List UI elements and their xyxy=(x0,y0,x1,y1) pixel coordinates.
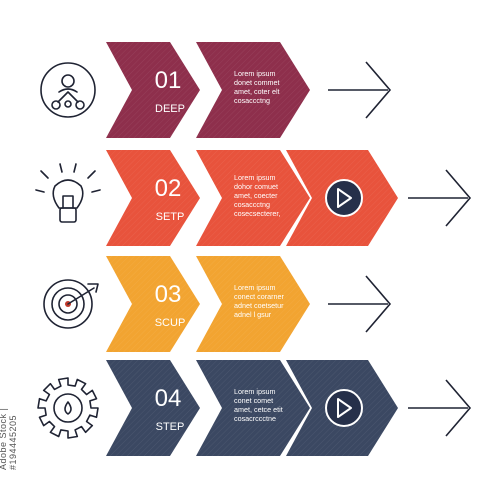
chevron-texture xyxy=(106,256,200,352)
gear-icon xyxy=(37,377,99,439)
step-description-line: adnel l gsur xyxy=(234,310,272,319)
chevron-texture xyxy=(196,360,310,456)
step-description-line: cosaccctng xyxy=(234,200,270,209)
step-label: STEP xyxy=(156,421,185,433)
step-description-line: adnet coetsetur xyxy=(234,301,284,310)
chevron-texture xyxy=(196,42,310,138)
next-arrow-icon xyxy=(328,275,392,333)
stock-caption: Adobe Stock | #194445205 xyxy=(0,408,18,470)
step-description-line: conet comet xyxy=(234,396,273,405)
step-description-line: amet, cetce etit xyxy=(234,405,283,414)
step-description-line: Lorem ipsum xyxy=(234,387,276,396)
next-arrow-icon xyxy=(408,379,472,437)
step-label: SCUP xyxy=(155,317,186,329)
step-description-line: Lorem ipsum xyxy=(234,283,276,292)
step-description-line: amet, coecter xyxy=(234,191,278,200)
chevron-texture xyxy=(106,360,200,456)
step-description-line: amet, coter elt xyxy=(234,87,280,96)
step-number: 02 xyxy=(155,175,182,202)
step-description-line: conect corarner xyxy=(234,292,285,301)
target-icon xyxy=(43,279,99,329)
step-description-line: Lorem ipsum xyxy=(234,173,276,182)
play-icon xyxy=(337,188,352,208)
step-description-line: cosecsecterer, xyxy=(234,209,280,218)
user-network-icon xyxy=(40,62,96,118)
chevron-texture xyxy=(196,256,310,352)
side-strip xyxy=(0,0,14,500)
chevron-texture xyxy=(106,150,200,246)
step-label: SETP xyxy=(156,211,185,223)
chevron-texture xyxy=(196,150,310,246)
step-label: DEEP xyxy=(155,103,185,115)
lightbulb-icon xyxy=(35,163,101,223)
chevron-texture xyxy=(106,42,200,138)
next-arrow-icon xyxy=(328,61,392,119)
step-description-line: cosaccctng xyxy=(234,96,270,105)
next-arrow-icon xyxy=(408,169,472,227)
play-button[interactable] xyxy=(325,179,363,217)
play-button[interactable] xyxy=(325,389,363,427)
play-icon xyxy=(337,398,352,418)
step-description-line: dohor comuet xyxy=(234,182,278,191)
step-number: 04 xyxy=(155,385,182,412)
step-description-line: donet commet xyxy=(234,78,280,87)
step-description-line: Lorem ipsum xyxy=(234,69,276,78)
step-number: 01 xyxy=(155,67,182,94)
step-number: 03 xyxy=(155,281,182,308)
step-description-line: cosacrccctne xyxy=(234,414,276,423)
